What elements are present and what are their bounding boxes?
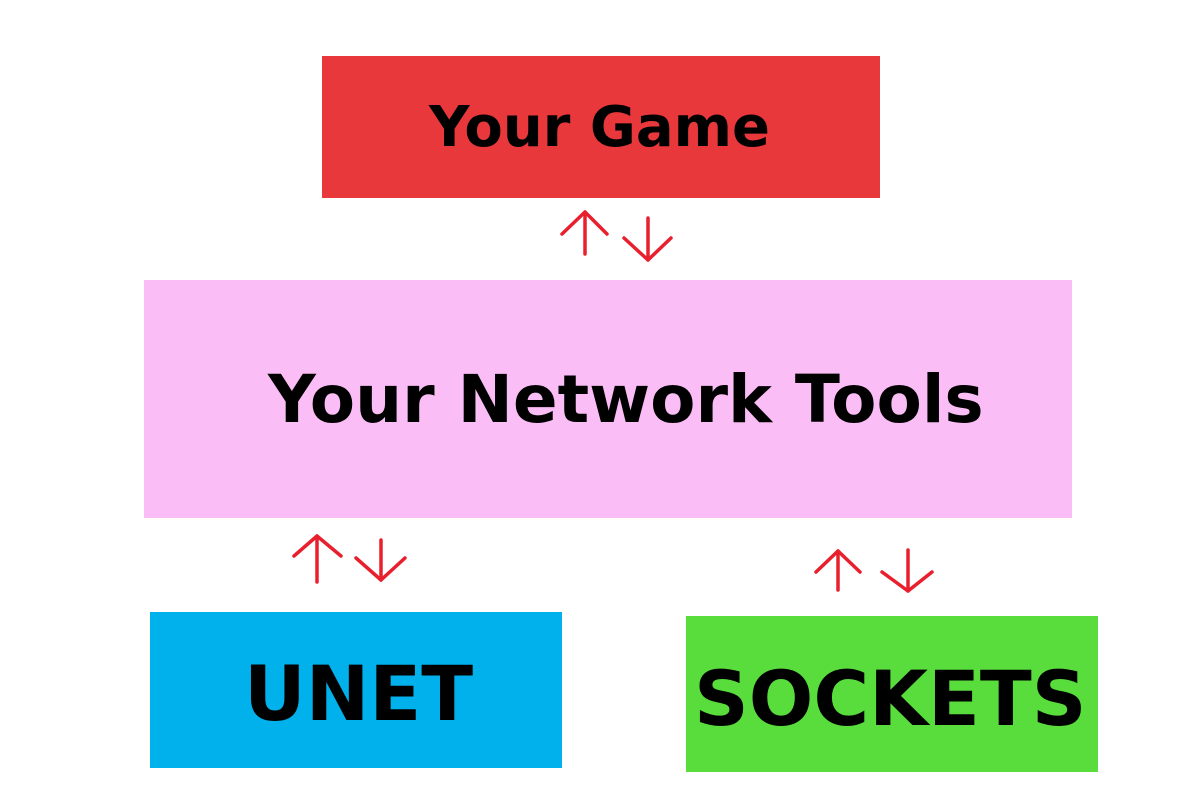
arrow-up-icon: [292, 534, 343, 584]
node-your-network-tools-label: Your Network Tools: [268, 360, 984, 438]
edge-game-tools: [560, 210, 673, 262]
node-your-game-label: Your Game: [429, 94, 770, 160]
edge-tools-sockets: [814, 548, 934, 593]
arrow-down-icon: [880, 548, 934, 593]
edge-tools-unet: [292, 534, 407, 584]
node-your-game: Your Game: [322, 56, 880, 198]
arrow-down-icon: [354, 538, 407, 582]
arrow-down-icon: [622, 216, 673, 262]
arrow-up-icon: [814, 549, 862, 592]
node-your-network-tools: Your Network Tools: [144, 280, 1072, 518]
node-unet: UNET: [150, 612, 562, 768]
node-sockets: SOCKETS: [686, 616, 1098, 772]
arrow-up-icon: [560, 210, 609, 256]
node-sockets-label: SOCKETS: [694, 653, 1087, 743]
node-unet-label: UNET: [244, 648, 474, 738]
